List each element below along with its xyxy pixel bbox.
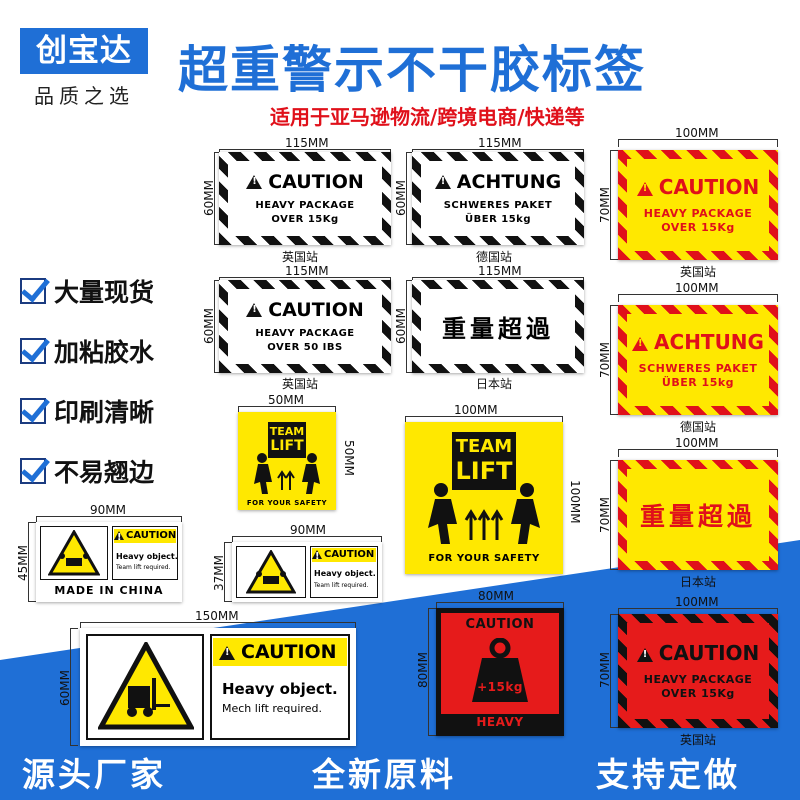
brand-tagline: 品质之选 bbox=[34, 84, 134, 108]
site-label: 英国站 bbox=[680, 733, 717, 747]
dimension-width: 150MM bbox=[195, 609, 239, 623]
dimension-width: 115MM bbox=[285, 264, 329, 278]
feature-item: 印刷清晰 bbox=[20, 394, 154, 428]
warning-triangle-icon bbox=[434, 175, 451, 189]
sticker-mech-lift-caution: CAUTION Heavy object. Mech lift required… bbox=[80, 628, 356, 746]
dimension-width: 115MM bbox=[285, 136, 329, 150]
warning-triangle-icon bbox=[632, 336, 649, 351]
sticker-caution-uk-red: CAUTION HEAVY PACKAGE OVER 15Kg bbox=[618, 614, 778, 728]
site-label: 德国站 bbox=[680, 420, 717, 434]
feature-text: 加粘胶水 bbox=[54, 338, 155, 367]
feature-item: 不易翘边 bbox=[20, 454, 154, 488]
team-lift-icon bbox=[254, 453, 320, 494]
sticker-team-lift-caution-small: CAUTION Heavy object. Team lift required… bbox=[232, 542, 382, 602]
page-subtitle: 适用于亚马逊物流/跨境电商/快递等 bbox=[270, 105, 585, 129]
site-label: 英国站 bbox=[680, 265, 717, 279]
dimension-height: 60MM bbox=[202, 180, 216, 216]
sticker-jp-bw: 重量超過 bbox=[412, 280, 584, 373]
feature-item: 加粘胶水 bbox=[20, 334, 154, 368]
checkbox-icon bbox=[20, 338, 46, 364]
feature-text: 大量现货 bbox=[54, 278, 155, 307]
dimension-width: 100MM bbox=[675, 126, 719, 140]
dimension-width: 100MM bbox=[675, 595, 719, 609]
dimension-height: 50MM bbox=[342, 440, 356, 476]
page-title: 超重警示不干胶标签 bbox=[178, 41, 646, 99]
dimension-width: 115MM bbox=[478, 264, 522, 278]
checkbox-icon bbox=[20, 398, 46, 424]
warning-triangle-icon bbox=[246, 303, 263, 317]
warning-triangle-icon bbox=[48, 530, 100, 576]
dimension-height: 70MM bbox=[598, 652, 612, 688]
warning-triangle-icon bbox=[246, 550, 296, 594]
feature-text: 印刷清晰 bbox=[54, 398, 155, 427]
dimension-width: 100MM bbox=[675, 281, 719, 295]
slogan-material: 全新原料 bbox=[312, 755, 456, 794]
dimension-height: 70MM bbox=[598, 342, 612, 378]
dimension-height: 100MM bbox=[568, 480, 582, 524]
site-label: 日本站 bbox=[680, 575, 717, 589]
dimension-height: 60MM bbox=[394, 180, 408, 216]
sticker-caution-50lbs: CAUTION HEAVY PACKAGE OVER 50 IBS bbox=[219, 280, 391, 373]
dimension-width: 100MM bbox=[454, 403, 498, 417]
weight-icon bbox=[472, 638, 528, 702]
dimension-width: 115MM bbox=[478, 136, 522, 150]
dimension-width: 90MM bbox=[290, 523, 326, 537]
warning-triangle-icon bbox=[246, 175, 263, 189]
dimension-width: 90MM bbox=[90, 503, 126, 517]
dimension-height: 37MM bbox=[212, 555, 226, 591]
brand-logo: 创宝达 bbox=[20, 28, 148, 74]
dimension-height: 45MM bbox=[16, 545, 30, 581]
sticker-achtung-de-yellow: ACHTUNG SCHWERES PAKET ÜBER 15kg bbox=[618, 305, 778, 415]
site-label: 德国站 bbox=[476, 250, 513, 264]
sticker-achtung-de: ACHTUNG SCHWERES PAKET ÜBER 15kg bbox=[412, 152, 584, 245]
dimension-height: 60MM bbox=[58, 670, 72, 706]
sticker-jp-yellow: 重量超過 bbox=[618, 460, 778, 570]
sticker-heavy-weight-red: CAUTION +15kg HEAVY bbox=[436, 608, 564, 736]
dimension-height: 60MM bbox=[202, 308, 216, 344]
dimension-width: 50MM bbox=[268, 393, 304, 407]
sticker-team-lift-caution-made-in-china: CAUTION Heavy object. Team lift required… bbox=[36, 522, 182, 602]
checkbox-icon bbox=[20, 458, 46, 484]
site-label: 英国站 bbox=[282, 250, 319, 264]
feature-item: 大量现货 bbox=[20, 274, 154, 308]
forklift-warning-icon bbox=[98, 642, 194, 730]
dimension-width: 100MM bbox=[675, 436, 719, 450]
warning-triangle-icon bbox=[636, 181, 653, 196]
checkbox-icon bbox=[20, 278, 46, 304]
sticker-caution-uk-yellow: CAUTION HEAVY PACKAGE OVER 15Kg bbox=[618, 150, 778, 260]
feature-text: 不易翘边 bbox=[54, 458, 155, 487]
dimension-width: 80MM bbox=[478, 589, 514, 603]
dimension-height: 60MM bbox=[394, 308, 408, 344]
dimension-height: 70MM bbox=[598, 497, 612, 533]
sticker-team-lift-large: TEAM LIFT FOR YOUR SAFETY bbox=[405, 422, 563, 574]
sticker-caution-uk: CAUTION HEAVY PACKAGE OVER 15Kg bbox=[219, 152, 391, 245]
site-label: 英国站 bbox=[282, 377, 319, 391]
team-lift-icon bbox=[428, 483, 540, 544]
warning-triangle-icon bbox=[636, 647, 653, 662]
dimension-height: 80MM bbox=[416, 652, 430, 688]
site-label: 日本站 bbox=[476, 377, 513, 391]
slogan-custom: 支持定做 bbox=[596, 755, 740, 794]
dimension-height: 70MM bbox=[598, 187, 612, 223]
sticker-team-lift-small: TEAM LIFT FOR YOUR SAFETY bbox=[238, 412, 336, 510]
slogan-factory: 源头厂家 bbox=[22, 755, 166, 794]
